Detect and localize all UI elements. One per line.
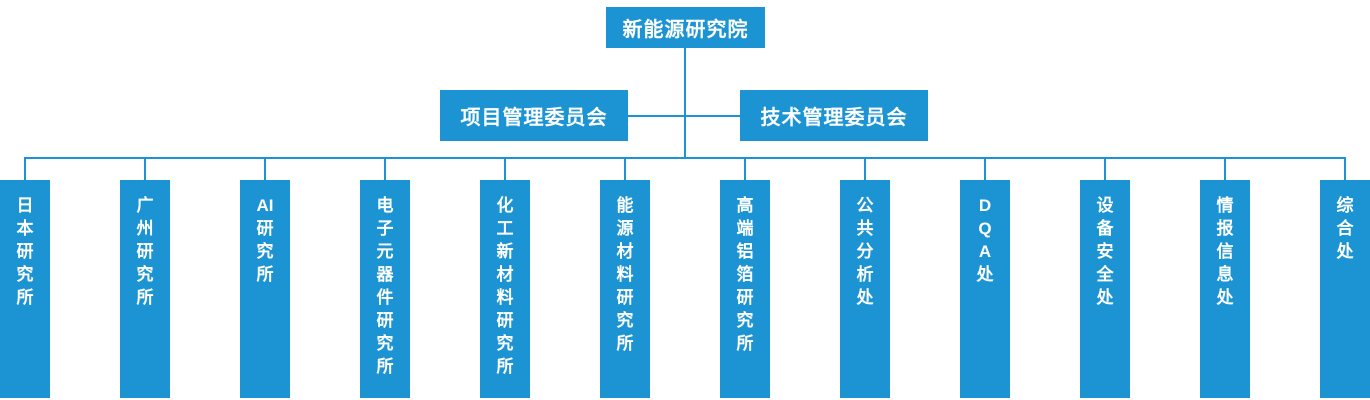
connector-stub: [864, 157, 866, 181]
department-label-line: 所: [616, 334, 634, 353]
department-label-line: 析: [856, 265, 874, 284]
department-label-line: D: [978, 196, 992, 215]
department-label-line: 究: [256, 242, 274, 261]
connector-root-line: [684, 48, 686, 159]
department-label-line: 箔: [736, 265, 754, 284]
department-label-line: 研: [736, 288, 754, 307]
org-node-department-6: 能源材料研究所: [600, 180, 650, 398]
org-node-department-7: 高端铝箔研究所: [720, 180, 770, 398]
department-label-line: A: [978, 242, 992, 261]
department-label-line: 处: [1096, 288, 1114, 307]
department-label-line: 报: [1216, 219, 1234, 238]
department-label-line: 元: [376, 242, 394, 261]
department-label-line: 电: [376, 196, 394, 215]
org-node-root: 新能源研究院: [606, 7, 765, 48]
org-node-department-12: 综合处: [1320, 180, 1370, 398]
connector-stub: [384, 157, 386, 181]
department-label-line: 全: [1096, 265, 1114, 284]
department-label-line: 子: [376, 219, 394, 238]
department-label-line: 高: [736, 196, 754, 215]
department-label-line: 合: [1336, 219, 1354, 238]
department-label-line: 铝: [736, 242, 754, 261]
department-label-line: AI: [256, 196, 274, 215]
connector-committee-line: [627, 115, 740, 117]
department-label-line: 设: [1096, 196, 1114, 215]
org-node-committee-technology: 技术管理委员会: [740, 90, 928, 141]
department-label-line: 端: [736, 219, 754, 238]
org-node-root-label: 新能源研究院: [622, 19, 749, 41]
department-label-line: 研: [16, 242, 34, 261]
department-label-line: 日: [16, 196, 34, 215]
org-node-department-4: 电子元器件研究所: [360, 180, 410, 398]
department-label-line: 究: [736, 311, 754, 330]
department-label-line: 材: [496, 265, 514, 284]
connector-stub: [504, 157, 506, 181]
department-label-line: 安: [1096, 242, 1114, 261]
department-label-line: 究: [136, 265, 154, 284]
connector-stub: [1224, 157, 1226, 181]
org-node-department-10: 设备安全处: [1080, 180, 1130, 398]
department-label-line: 综: [1336, 196, 1354, 215]
connector-stub: [984, 157, 986, 181]
department-label-line: 信: [1216, 242, 1234, 261]
org-node-committee-project-label: 项目管理委员会: [460, 107, 608, 129]
connector-stub: [624, 157, 626, 181]
department-label-line: 处: [1216, 288, 1234, 307]
department-label-line: 研: [256, 219, 274, 238]
department-label-line: 息: [1216, 265, 1234, 284]
department-label-line: 源: [616, 219, 634, 238]
department-label-line: 究: [376, 334, 394, 353]
department-label-line: 材: [616, 242, 634, 261]
connector-rail: [24, 157, 1346, 159]
connector-stub: [264, 157, 266, 181]
department-label-line: 处: [976, 265, 994, 284]
org-node-department-3: AI 研究所: [240, 180, 290, 398]
connector-stub: [24, 157, 26, 181]
department-label-line: 处: [1336, 242, 1354, 261]
org-node-committee-project: 项目管理委员会: [440, 90, 628, 141]
department-label-line: 料: [616, 265, 634, 284]
department-label-line: 所: [256, 265, 274, 284]
department-label-line: 公: [856, 196, 874, 215]
department-label-line: 研: [496, 311, 514, 330]
department-label-line: 究: [16, 265, 34, 284]
department-label-line: 研: [616, 288, 634, 307]
department-label-line: Q: [978, 219, 992, 238]
department-label-line: 本: [16, 219, 34, 238]
org-node-department-8: 公共分析处: [840, 180, 890, 398]
department-label-line: 备: [1096, 219, 1114, 238]
department-label-line: 情: [1216, 196, 1234, 215]
department-label-line: 所: [376, 357, 394, 376]
department-label-line: 能: [616, 196, 634, 215]
department-label-line: 所: [496, 357, 514, 376]
department-label-line: 所: [736, 334, 754, 353]
department-label-line: 器: [376, 265, 394, 284]
connector-stub: [144, 157, 146, 181]
department-label-line: 州: [136, 219, 154, 238]
department-label-line: 研: [136, 242, 154, 261]
department-label-line: 新: [496, 242, 514, 261]
department-label-line: 共: [856, 219, 874, 238]
org-node-committee-technology-label: 技术管理委员会: [760, 107, 908, 129]
department-label-line: 所: [16, 288, 34, 307]
org-node-department-11: 情报信息处: [1200, 180, 1250, 398]
department-label-line: 究: [496, 334, 514, 353]
connector-stub: [1344, 157, 1346, 181]
department-label-line: 处: [856, 288, 874, 307]
connector-stub: [744, 157, 746, 181]
org-node-department-2: 广州研究所: [120, 180, 170, 398]
department-label-line: 料: [496, 288, 514, 307]
department-label-line: 分: [856, 242, 874, 261]
department-label-line: 广: [136, 196, 154, 215]
department-label-line: 所: [136, 288, 154, 307]
org-node-department-5: 化工新材料研究所: [480, 180, 530, 398]
department-label-line: 研: [376, 311, 394, 330]
connector-stub: [1104, 157, 1106, 181]
department-label-line: 究: [616, 311, 634, 330]
org-node-department-1: 日本研究所: [0, 180, 50, 398]
department-label-line: 件: [376, 288, 394, 307]
department-label-line: 工: [496, 219, 514, 238]
department-label-line: 化: [496, 196, 514, 215]
